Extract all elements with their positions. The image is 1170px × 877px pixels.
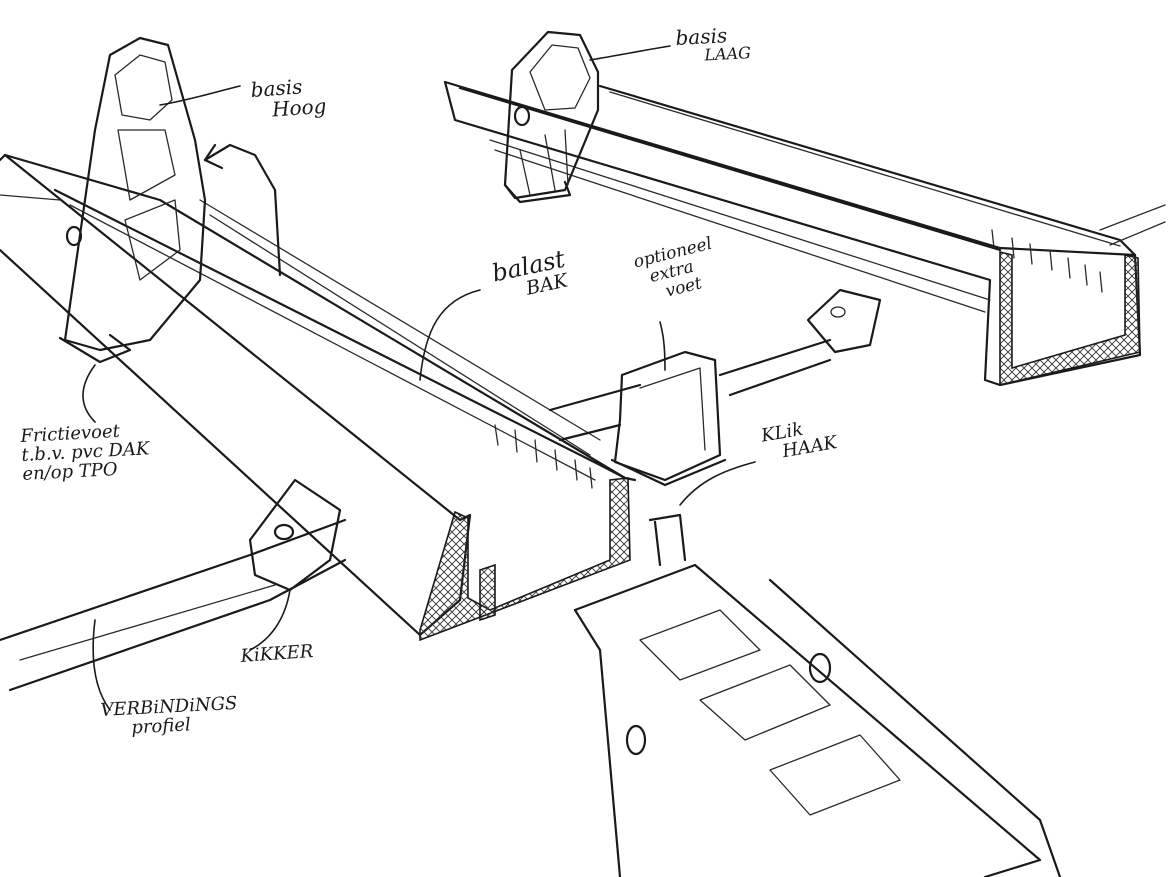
main-ballast-tray: [0, 153, 637, 642]
label-frictievoet: Frictievoet t.b.v. pvc DAK en/op TPO: [20, 421, 151, 485]
front-ballast-tray: [479, 513, 1062, 877]
label-verbindingsprofiel: VERBiNDiNGS profiel: [100, 693, 239, 740]
basis-hoog-base: [58, 36, 282, 364]
basis-laag-base: [503, 30, 600, 204]
optional-extra-foot: [610, 350, 727, 487]
label-basis-hoog: basis Hoog: [250, 74, 327, 122]
kikker-clamp: [248, 288, 882, 592]
connection-profiles: [0, 338, 832, 692]
leader-lines: [82, 45, 756, 711]
label-basis-laag: basis LAAG: [675, 23, 752, 66]
rear-ballast-tray: [443, 80, 1166, 387]
